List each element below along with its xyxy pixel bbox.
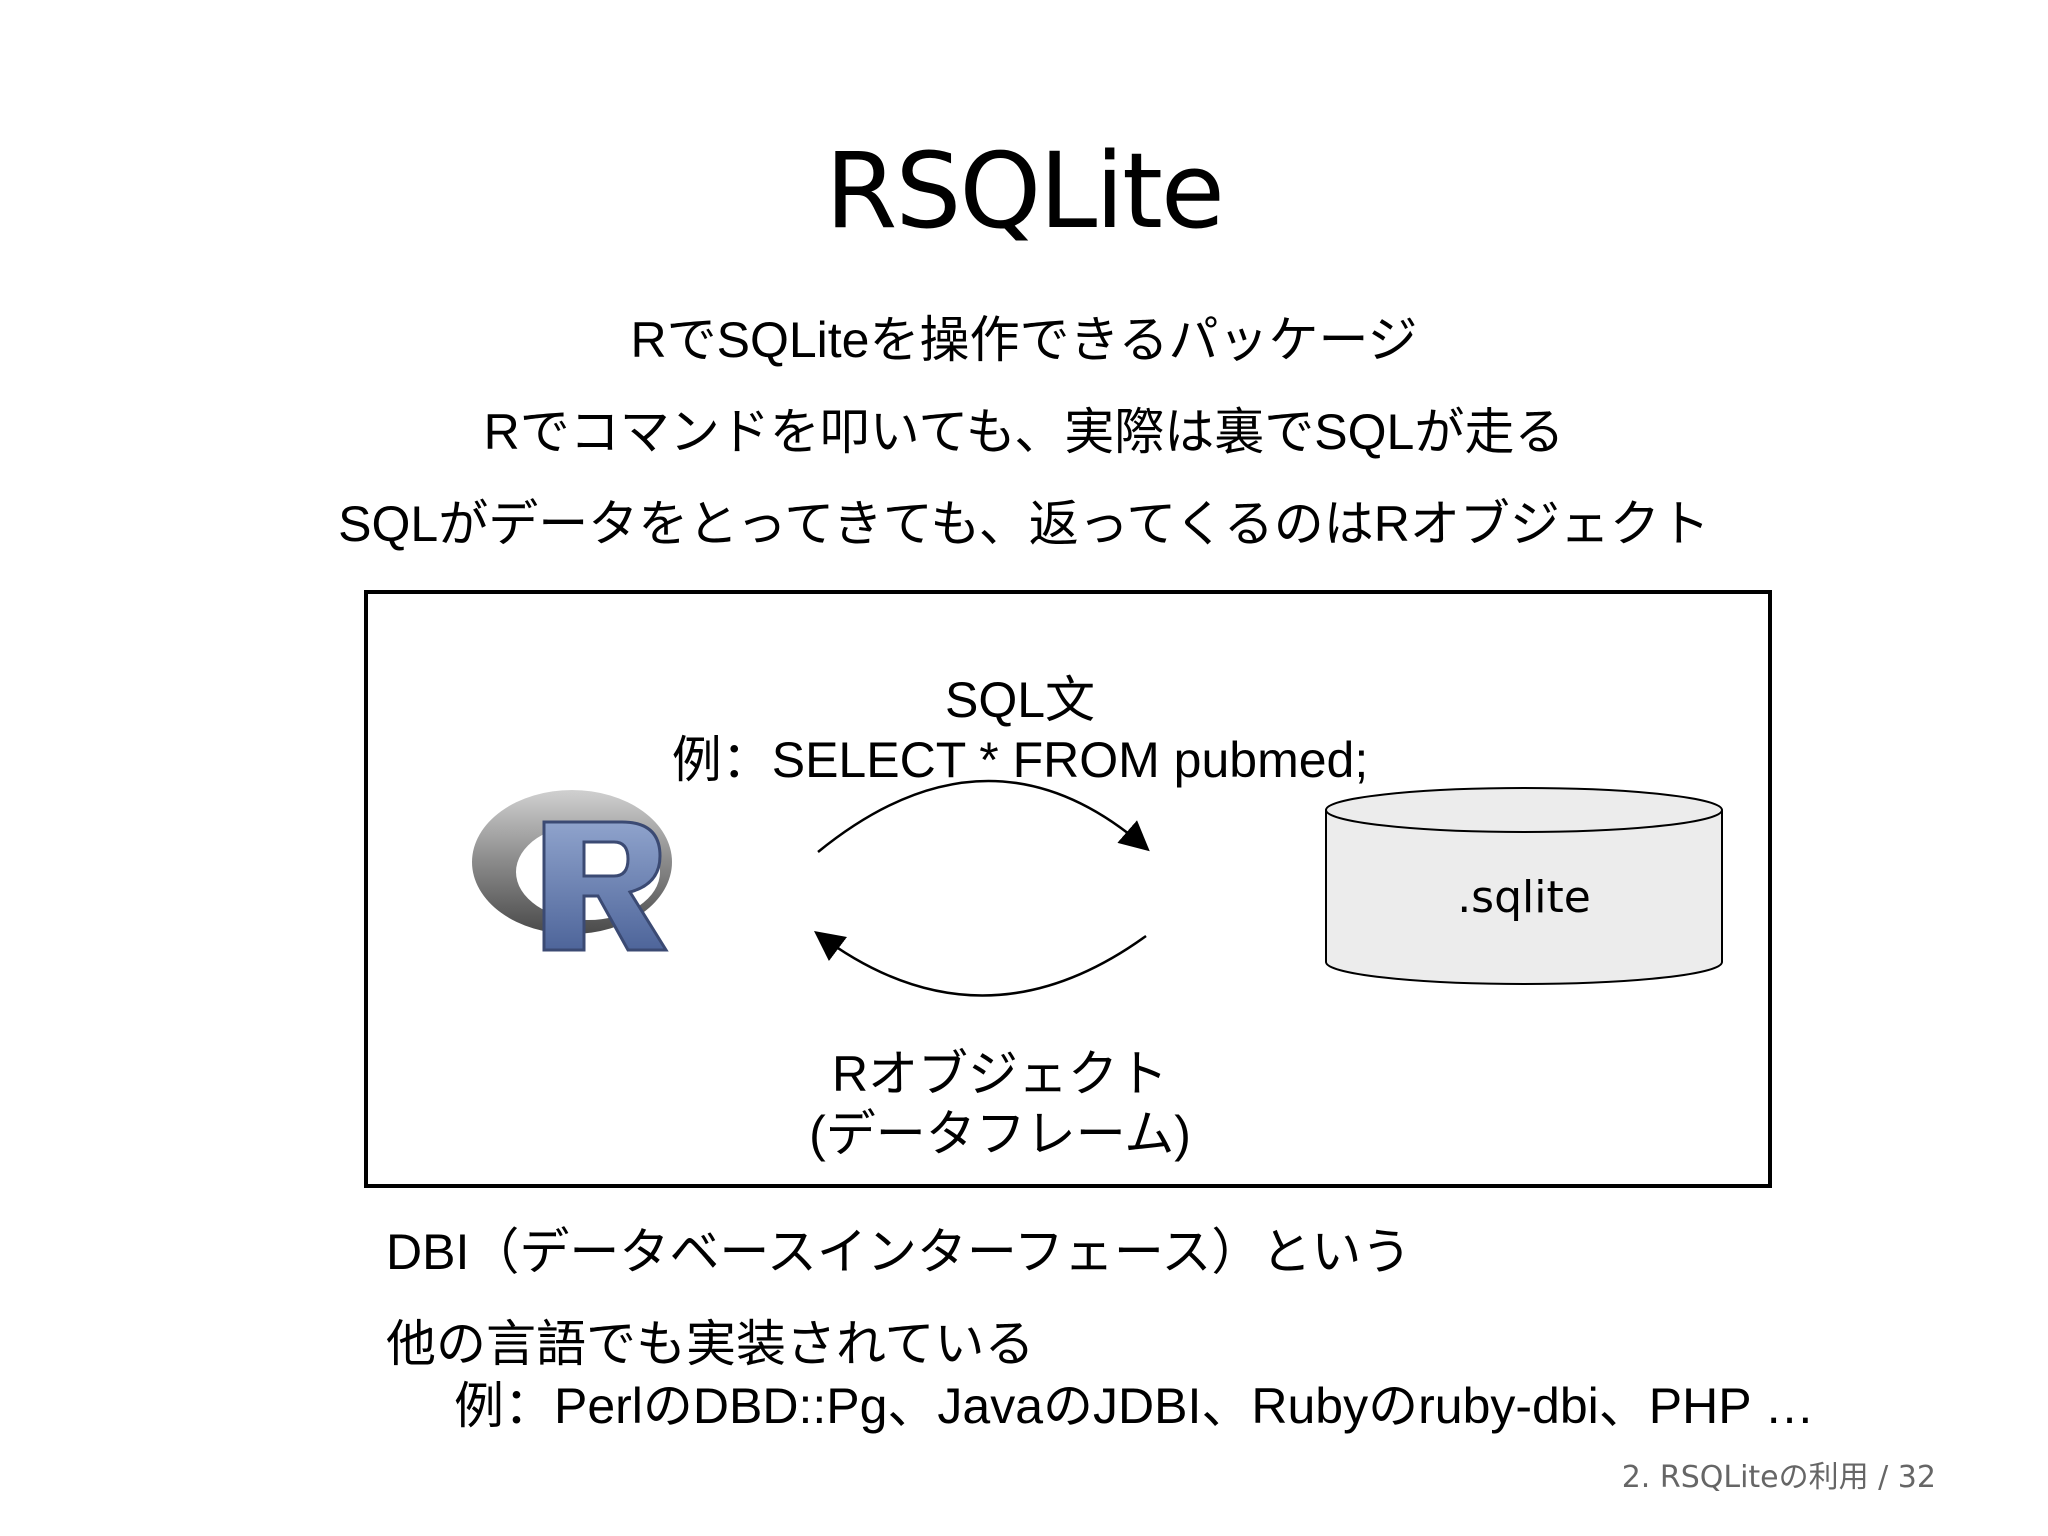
bullet-1: RでSQLiteを操作できるパッケージ (630, 312, 1418, 368)
database-label: .sqlite (1457, 872, 1591, 923)
r-object-label: Rオブジェクト (831, 1046, 1169, 1102)
request-arrow (817, 779, 1150, 853)
examples-note: 例：PerlのDBD::Pg、JavaのJDBI、Rubyのruby-dbi、P… (454, 1378, 1815, 1434)
slide-title: RSQLite (825, 130, 1225, 252)
data-frame-label: (データフレーム) (809, 1106, 1191, 1162)
sql-example: 例：SELECT * FROM pubmed; (671, 732, 1369, 788)
response-arrow (814, 930, 1147, 997)
database-icon (1325, 787, 1723, 985)
slide-footer: 2. RSQLiteの利用 / 32 (1621, 1460, 1936, 1495)
bullet-3: SQLがデータをとってきても、返ってくるのはRオブジェクト (338, 496, 1710, 552)
other-languages-note: 他の言語でも実装されている (386, 1316, 1035, 1372)
dbi-note: DBI（データベースインターフェース）という (386, 1224, 1412, 1280)
sql-label: SQL文 (944, 672, 1096, 728)
bullet-2: Rでコマンドを叩いても、実際は裏でSQLが走る (483, 404, 1565, 460)
diagram-frame (364, 590, 1772, 1188)
r-logo-icon (472, 790, 672, 952)
